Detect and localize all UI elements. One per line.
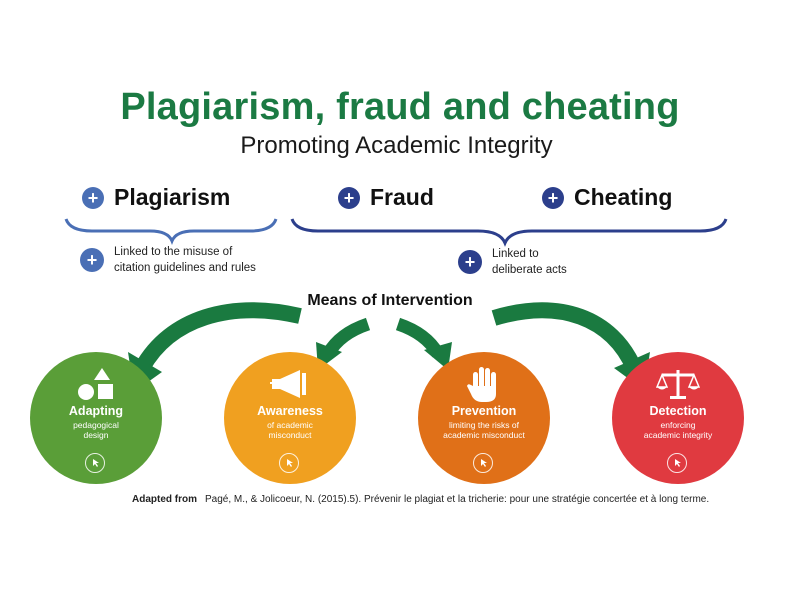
circle-adapting[interactable]: Adapting pedagogical design [30,352,162,484]
megaphone-icon [224,364,356,404]
click-icon[interactable] [279,453,299,473]
note-fraud-cheating[interactable]: + Linked to deliberate acts [458,246,567,278]
click-icon[interactable] [473,453,493,473]
category-label: Fraud [370,184,434,210]
click-icon[interactable] [667,453,687,473]
plus-icon: + [82,186,104,209]
source-credit: Adapted from Pagé, M., & Jolicoeur, N. (2… [132,494,709,505]
category-label: Plagiarism [114,184,231,210]
plagiarism-brace [64,218,278,246]
circle-detection[interactable]: Detection enforcing academic integrity [612,352,744,484]
intervention-subtitle: academic misconduct [443,430,525,440]
arrow-head-prevention [424,342,452,370]
intervention-subtitle: pedagogical [73,420,119,430]
note-plagiarism[interactable]: + Linked to the misuse of citation guide… [80,244,256,276]
plus-icon: + [338,186,360,209]
footer-label: Adapted from [132,494,197,505]
category-plagiarism[interactable]: + Plagiarism [82,184,230,211]
intervention-title: Detection [649,404,707,418]
fraud-cheating-brace [290,218,728,247]
means-of-intervention-heading: Means of Intervention [307,292,473,309]
intervention-subtitle: misconduct [268,430,312,440]
click-icon[interactable] [85,453,105,473]
page-title: Plagiarism, fraud and cheating [120,86,680,128]
intervention-title: Awareness [257,404,323,418]
intervention-subtitle: academic integrity [643,430,713,440]
note-line: Linked to [492,248,539,260]
category-fraud[interactable]: + Fraud [338,184,434,211]
intervention-subtitle: limiting the risks of [449,420,519,430]
plus-icon: + [80,248,104,272]
intervention-subtitle: of academic [267,420,313,430]
note-line: deliberate acts [492,264,567,276]
intervention-title: Adapting [68,404,124,418]
arrow-to-adapting [135,302,302,373]
intervention-subtitle: design [83,430,109,440]
circle-prevention[interactable]: Prevention limiting the risks of academi… [418,352,550,484]
hand-icon [418,364,550,404]
intervention-title: Prevention [451,404,517,418]
scales-icon [612,364,744,404]
circle-awareness[interactable]: Awareness of academic misconduct [224,352,356,484]
category-label: Cheating [574,184,673,210]
plus-icon: + [542,186,564,209]
category-cheating[interactable]: + Cheating [542,184,672,211]
plus-icon: + [458,250,482,274]
page-subtitle: Promoting Academic Integrity [240,132,553,159]
intervention-subtitle: enforcing [660,420,696,430]
note-line: Linked to the misuse of [114,246,233,258]
footer-citation: Pagé, M., & Jolicoeur, N. (2015).5). Pré… [205,494,710,505]
arrow-to-detection [491,302,642,372]
note-line: citation guidelines and rules [114,262,256,274]
shapes-icon [30,364,162,404]
